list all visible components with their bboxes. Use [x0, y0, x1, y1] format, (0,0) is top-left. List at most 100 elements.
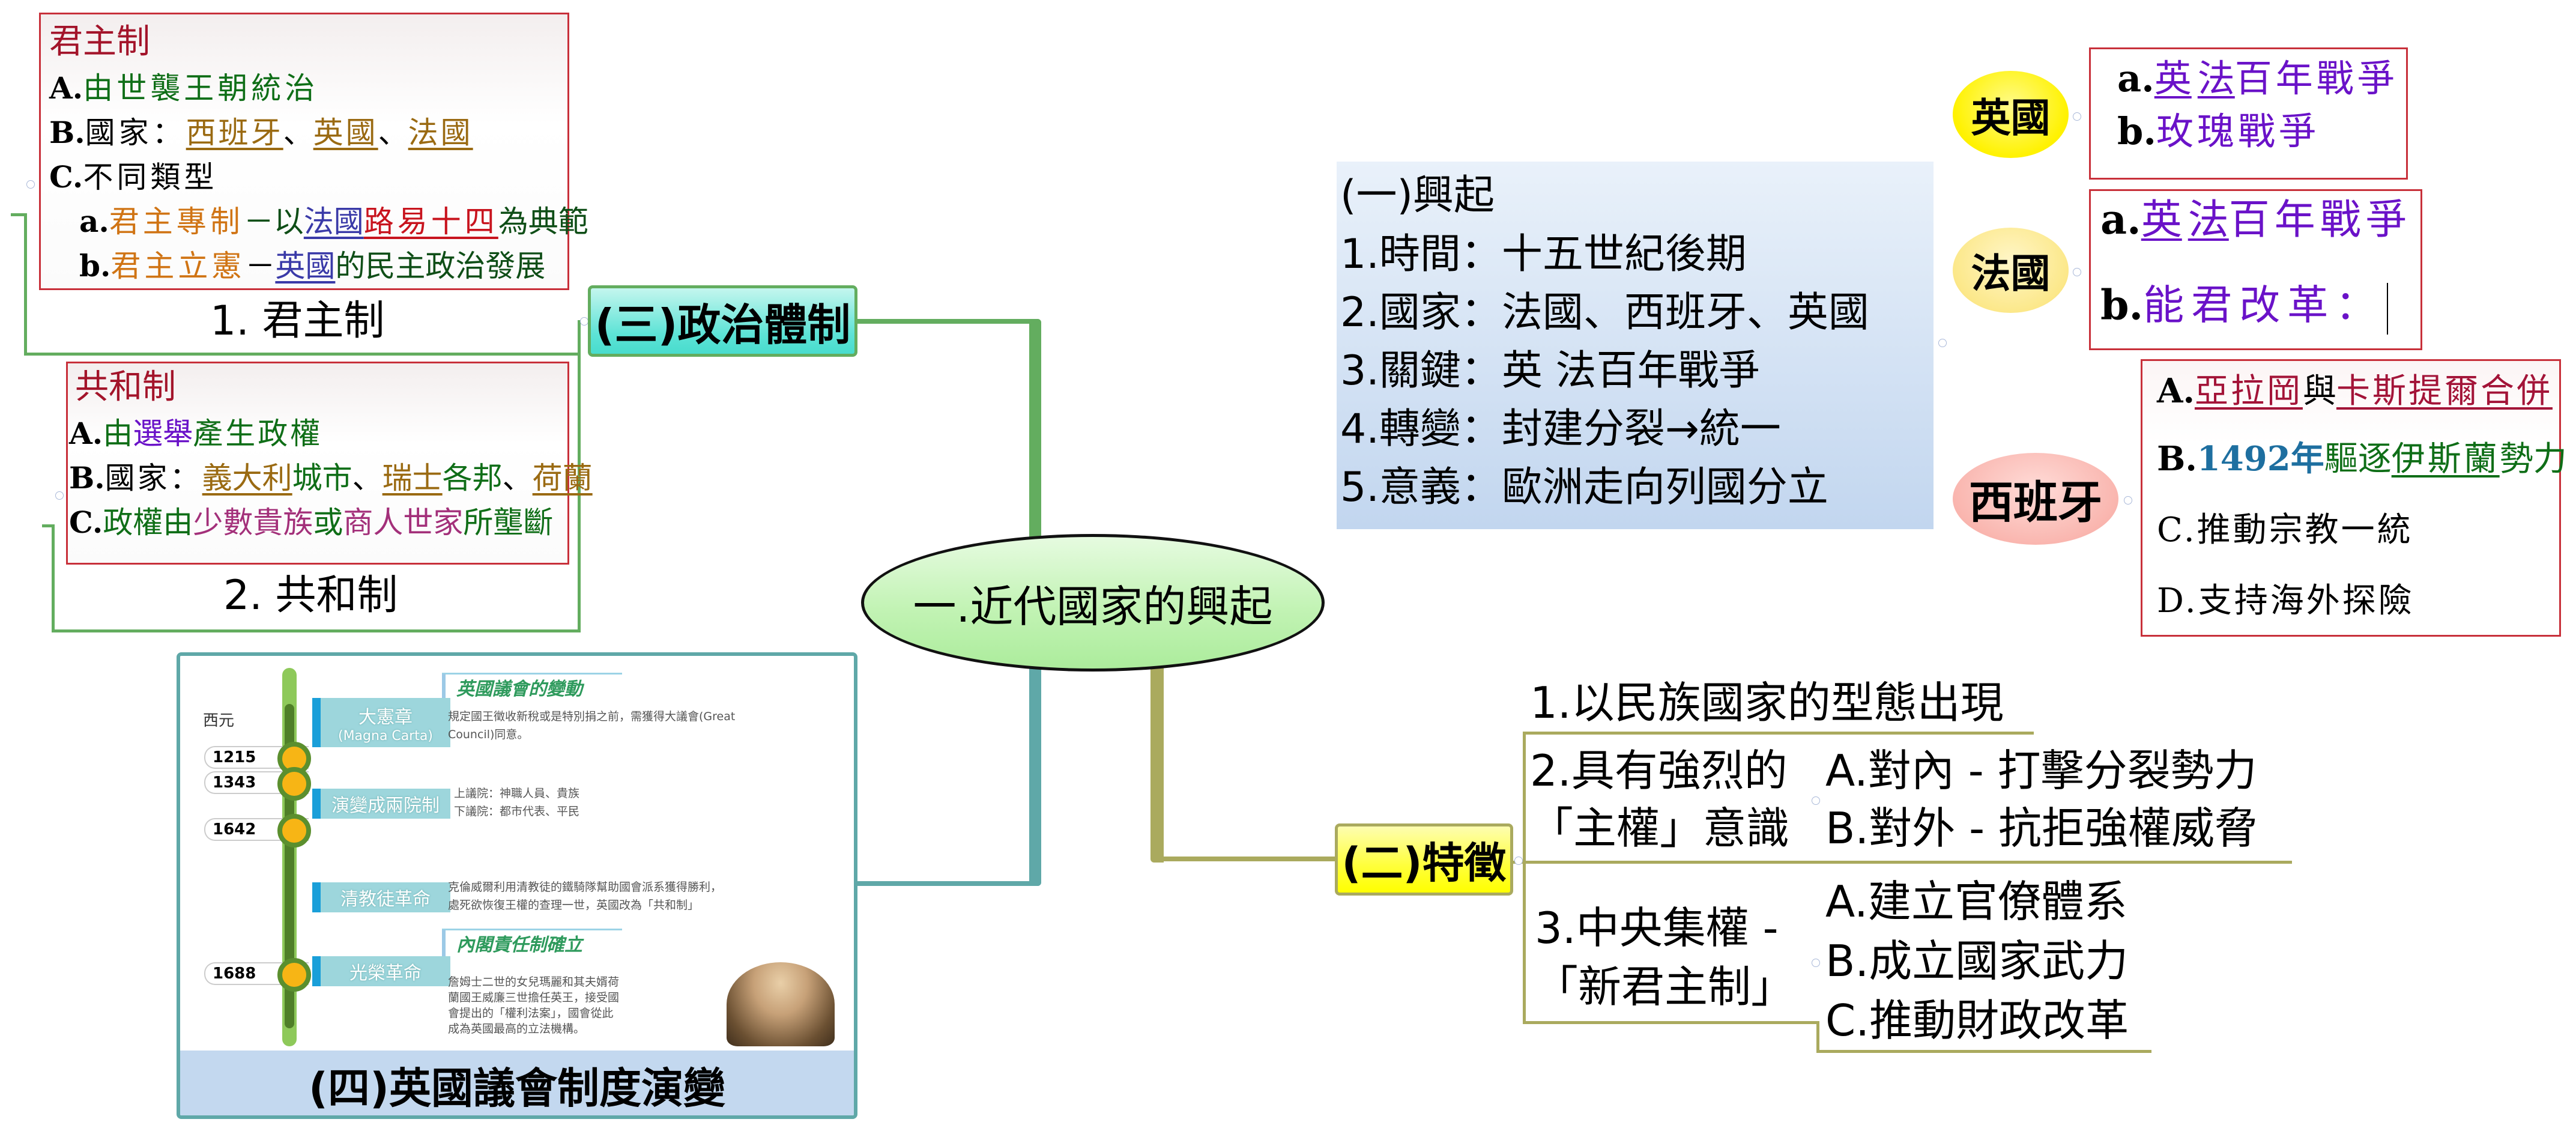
features-node[interactable]: (二)特徵 — [1335, 823, 1513, 896]
france-item-a: a.英法百年戰爭 — [2100, 196, 2411, 244]
collapse-toggle-icon[interactable] — [2124, 496, 2132, 505]
england-item-b: b.玫瑰戰爭 — [2117, 109, 2320, 153]
monarchy-item-b: B.國家：西班牙、英國、法國 — [49, 115, 473, 150]
connector-politics — [857, 319, 1041, 324]
features-item-3c[interactable]: C.推動財政改革 — [1825, 995, 2129, 1046]
monarchy-title: 君主制 — [49, 22, 150, 61]
france-item-b[interactable]: b.能君改革： — [2100, 283, 2420, 335]
republic-item-c: C.政權由少數貴族或商人世家所壟斷 — [69, 505, 554, 540]
features-item-3a[interactable]: A.建立官僚體系 — [1825, 876, 2127, 927]
text-cursor — [2387, 283, 2389, 335]
timeline-heading: 英國議會的變動 — [442, 674, 582, 700]
collapse-toggle-icon[interactable] — [2073, 268, 2081, 276]
timeline-desc: 規定國王徵收新稅或是特別捐之前，需獲得大議會(Great Council)同意。 — [448, 710, 736, 741]
politics-node[interactable]: (三)政治體制 — [588, 285, 857, 357]
rise-item: 5.意義：歐洲走向列國分立 — [1340, 464, 1828, 511]
features-item-1[interactable]: 1.以民族國家的型態出現 — [1530, 678, 2004, 728]
republic-box[interactable]: 共和制 A.由選舉產生政權 B.國家：義大利城市、瑞士各邦、荷蘭 C.政權由少數… — [66, 362, 593, 565]
connector-parliament — [857, 881, 1041, 886]
england-label: 英國 — [1971, 94, 2051, 141]
timeline-year: 1343 — [204, 771, 309, 794]
central-topic-label: 一.近代國家的興起 — [913, 581, 1273, 632]
timeline-era-label: 西元 — [203, 712, 235, 730]
spain-item-d: D.支持海外探險 — [2157, 581, 2414, 620]
republic-group-tick — [42, 524, 54, 527]
spain-item-b: B.1492年驅逐伊斯蘭勢力 — [2157, 439, 2567, 479]
timeline-event: 演變成兩院制 — [312, 789, 450, 819]
spain-label: 西班牙 — [1969, 477, 2102, 529]
france-label: 法國 — [1971, 250, 2051, 297]
features-item3-step — [1816, 1021, 1819, 1052]
monarchy-box[interactable]: 君主制 A.由世襲王朝統治 B.國家：西班牙、英國、法國 C.不同類型 a.君主… — [39, 13, 588, 290]
parliament-label: (四)英國議會制度演變 — [309, 1063, 725, 1113]
monarchy-item-a: A.由世襲王朝統治 — [49, 70, 319, 106]
parliament-timeline-image: 西元 1215 1343 1642 1688 英國議會的變動 大憲章 (Magn… — [180, 656, 854, 1051]
timeline-event: 清教徒革命 — [312, 882, 450, 912]
england-node[interactable]: 英國 — [1953, 71, 2069, 158]
timeline-desc: 上議院：神職人員、貴族 下議院：都市代表、平民 — [454, 787, 580, 818]
central-topic[interactable]: 一.近代國家的興起 — [861, 534, 1325, 672]
france-box[interactable]: a.英法百年戰爭 b.能君改革： — [2089, 189, 2422, 350]
france-node[interactable]: 法國 — [1953, 228, 2069, 313]
england-box[interactable]: a.英法百年戰爭 b.玫瑰戰爭 — [2089, 47, 2408, 180]
spain-node[interactable]: 西班牙 — [1953, 453, 2118, 545]
rise-item: 1.時間：十五世紀後期 — [1340, 231, 1747, 278]
timeline-event: 大憲章 (Magna Carta) — [312, 698, 450, 747]
features-item2-underline — [1513, 861, 2292, 864]
republic-title: 共和制 — [75, 368, 176, 407]
collapse-toggle-icon[interactable] — [1812, 959, 1820, 967]
connector-features — [1150, 857, 1337, 861]
features-bracket — [1523, 732, 1526, 1024]
features-item-2[interactable]: 2.具有強烈的 「主權」意識 — [1530, 745, 1790, 854]
connector-politics-vertical — [1029, 319, 1041, 538]
parliament-title-band: (四)英國議會制度演變 — [180, 1051, 854, 1115]
rise-node[interactable]: (一)興起 1.時間：十五世紀後期 2.國家：法國、西班牙、英國 3.關鍵：英 … — [1337, 162, 1934, 529]
monarchy-caption[interactable]: 1. 君主制 — [210, 297, 385, 345]
spain-item-a: A.亞拉岡與卡斯提爾合併 — [2157, 371, 2553, 411]
bracket-politics — [578, 320, 581, 632]
features-item1-underline — [1523, 732, 2034, 735]
parliament-node[interactable]: 西元 1215 1343 1642 1688 英國議會的變動 大憲章 (Magn… — [177, 652, 857, 1119]
collapse-toggle-icon[interactable] — [1514, 857, 1523, 865]
features-item3-underline — [1523, 1021, 1819, 1024]
spain-item-c: C.推動宗教一統 — [2157, 511, 2413, 550]
rise-item: 4.轉變：封建分裂→統一 — [1340, 405, 1781, 453]
timeline-heading: 內閣責任制確立 — [442, 930, 582, 956]
collapse-toggle-icon[interactable] — [26, 180, 35, 189]
features-item-3b[interactable]: B.成立國家武力 — [1825, 936, 2129, 986]
republic-group-bottom — [52, 629, 581, 632]
collapse-toggle-icon[interactable] — [55, 491, 64, 500]
collapse-toggle-icon[interactable] — [1812, 796, 1820, 805]
timeline-year: 1642 — [204, 818, 309, 841]
timeline-event: 光榮革命 — [312, 956, 450, 986]
timeline-year: 1215 — [204, 746, 309, 769]
monarchy-group-bottom — [24, 353, 581, 356]
portrait-image — [727, 962, 835, 1046]
republic-group-frame — [52, 524, 55, 631]
republic-caption[interactable]: 2. 共和制 — [223, 572, 398, 619]
features-label: (二)特徵 — [1341, 838, 1507, 888]
features-item-3[interactable]: 3.中央集權 - 「新君主制」 — [1535, 903, 1795, 1012]
features-item3-sub-underline — [1816, 1050, 2151, 1053]
politics-label: (三)政治體制 — [594, 300, 851, 350]
timeline-dot-icon — [277, 958, 311, 992]
republic-item-b: B.國家：義大利城市、瑞士各邦、荷蘭 — [69, 460, 593, 496]
timeline-year: 1688 — [204, 962, 309, 985]
connector-parliament-vertical — [1029, 667, 1041, 886]
timeline-desc: 克倫威爾利用清教徒的鐵騎隊幫助國會派系獲得勝利， 處死欲恢復王權的查理一世，英國… — [448, 881, 722, 912]
collapse-toggle-icon[interactable] — [2073, 112, 2081, 121]
collapse-toggle-icon[interactable] — [580, 317, 588, 326]
spain-box[interactable]: A.亞拉岡與卡斯提爾合併 B.1492年驅逐伊斯蘭勢力 C.推動宗教一統 D.支… — [2141, 359, 2567, 637]
timeline-dot-icon — [277, 767, 311, 801]
rise-item: 3.關鍵：英 法百年戰爭 — [1340, 347, 1760, 395]
collapse-toggle-icon[interactable] — [1938, 339, 1947, 347]
monarchy-item-cb: b.君主立憲－英國的民主政治發展 — [79, 248, 546, 284]
timeline-dot-icon — [277, 814, 311, 848]
features-item-2b[interactable]: B.對外 - 抗拒強權威脅 — [1825, 803, 2258, 854]
timeline-desc: 詹姆士二世的女兒瑪麗和其夫婿荷 蘭國王威廉三世擔任英王，接受國 會提出的「權利法… — [448, 975, 620, 1036]
monarchy-group-tick — [11, 213, 27, 216]
connector-features-vertical — [1150, 667, 1164, 863]
england-item-a: a.英法百年戰爭 — [2117, 56, 2398, 100]
monarchy-item-c: C.不同類型 — [49, 159, 218, 195]
features-item-2a[interactable]: A.對內 - 打擊分裂勢力 — [1825, 745, 2257, 796]
